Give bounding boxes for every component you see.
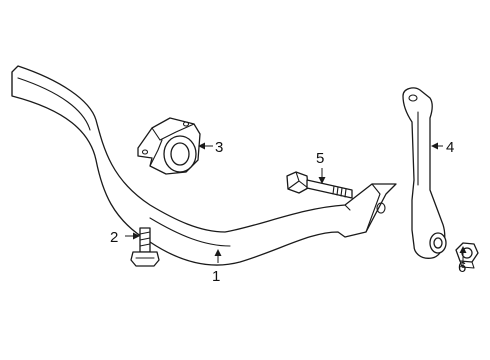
bolt-part-2: [130, 227, 160, 267]
bushing-bracket-part-3: [137, 117, 201, 175]
callout-3: 3: [215, 139, 223, 156]
callout-4: 4: [446, 139, 454, 156]
callout-leaders: [125, 142, 467, 268]
callout-labels: 1 2 3 4 5 6: [110, 139, 466, 285]
callout-1: 1: [212, 268, 220, 285]
stabilizer-bar: [11, 65, 397, 266]
callout-6: 6: [458, 259, 466, 276]
bolt-part-5: [286, 171, 353, 199]
callout-5: 5: [316, 150, 324, 167]
stabilizer-link-part-4: [402, 87, 447, 259]
callout-2: 2: [110, 229, 118, 246]
